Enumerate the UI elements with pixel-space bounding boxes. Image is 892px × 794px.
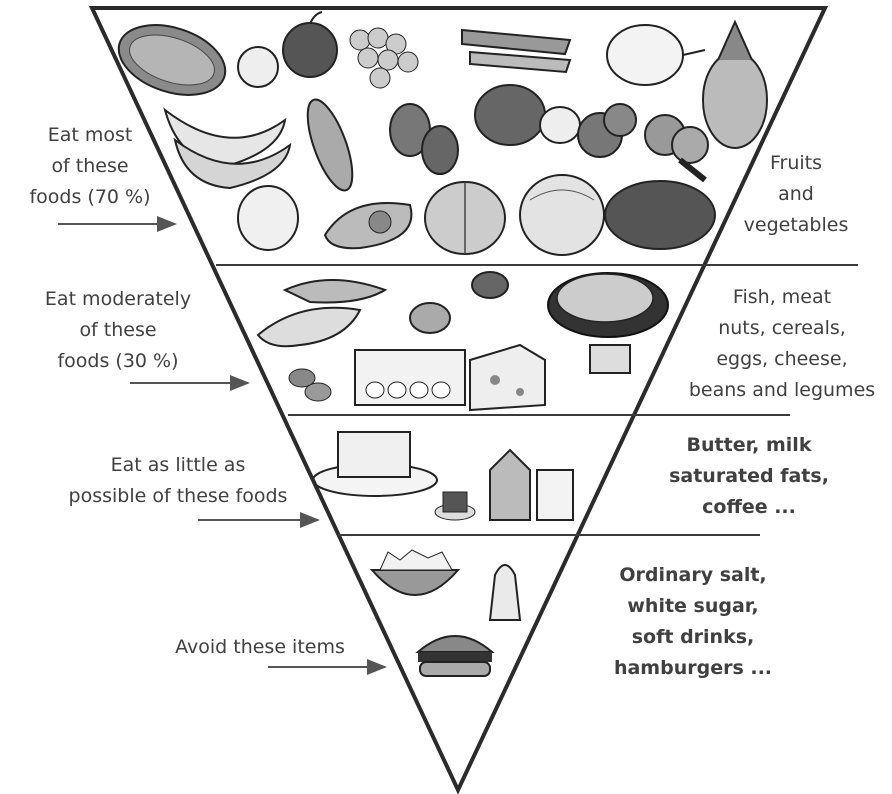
peach-icon	[425, 182, 505, 254]
pineapple-icon	[703, 22, 767, 148]
berries-icon	[390, 104, 458, 174]
egg-carton-icon	[355, 350, 465, 405]
salt-shaker-icon	[490, 565, 520, 620]
coffee-icon	[435, 492, 475, 520]
tier-2-foods: Fish, meat nuts, cereals, eggs, cheese, …	[672, 282, 892, 406]
tier-2-instruction: Eat moderately of these foods (30 %)	[8, 284, 228, 377]
tier-3-foods: Butter, milk saturated fats, coffee ...	[634, 430, 864, 523]
tier-1-foods: Fruits and vegetables	[706, 148, 886, 241]
sugar-bowl-icon	[372, 550, 458, 595]
onion-icon	[607, 25, 705, 85]
fish-icon	[258, 280, 385, 346]
tier-1-instruction: Eat most of these foods (70 %)	[0, 120, 200, 213]
grapes-icon	[350, 28, 418, 88]
pepper-icon	[475, 85, 580, 145]
tier-1-illustrations	[110, 12, 767, 255]
tomato-icon	[578, 104, 636, 157]
apple-icon	[238, 12, 337, 87]
nut-icon	[410, 272, 508, 333]
cheese-icon	[470, 345, 630, 410]
carrot-icon	[462, 30, 570, 72]
tier-3-illustrations	[313, 432, 573, 520]
beans-icon	[289, 369, 331, 401]
cabbage-icon	[520, 175, 604, 255]
corn-icon	[299, 94, 362, 195]
broccoli-icon	[645, 115, 708, 180]
tier-2-illustrations	[258, 272, 668, 410]
tier-3-instruction: Eat as little as possible of these foods	[48, 450, 308, 512]
avocado-icon	[238, 186, 411, 250]
melon-icon	[110, 13, 234, 108]
glass-icon	[537, 470, 573, 520]
butter-icon	[313, 432, 437, 496]
tier-4-instruction: Avoid these items	[150, 632, 370, 663]
milk-carton-icon	[490, 450, 530, 520]
papaya-icon	[605, 181, 715, 249]
tier-4-foods: Ordinary salt, white sugar, soft drinks,…	[578, 560, 808, 684]
hamburger-icon	[418, 636, 492, 676]
meat-icon	[548, 273, 668, 337]
